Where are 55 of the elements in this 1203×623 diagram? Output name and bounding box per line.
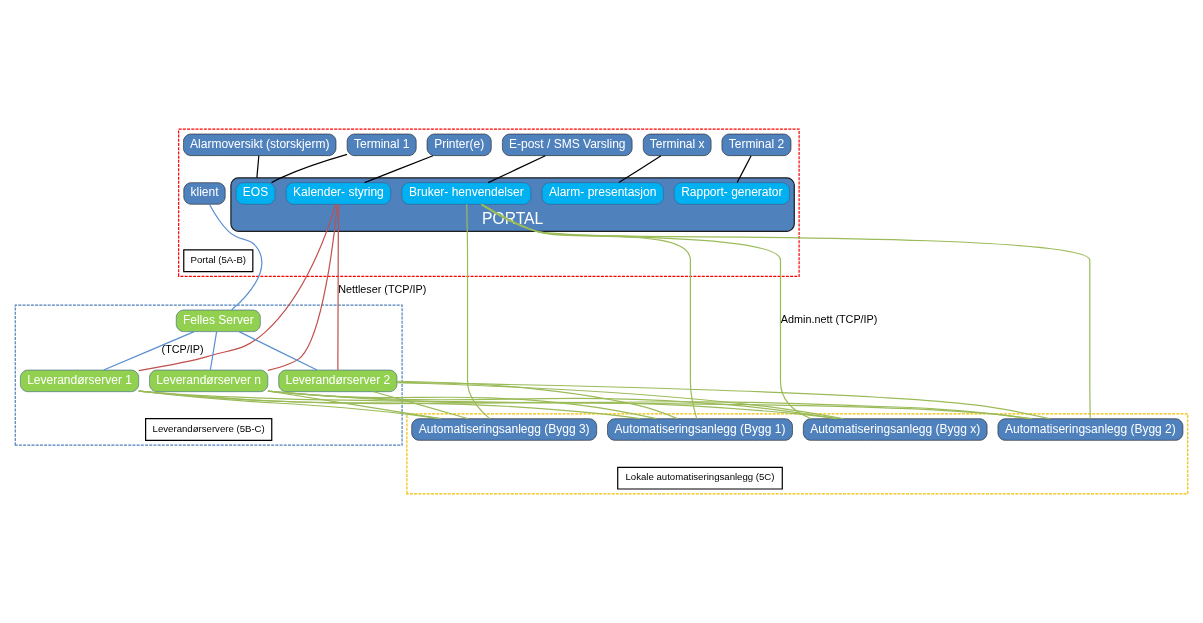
edge-label: (TCP/IP) xyxy=(161,343,204,356)
node-box: Alarm- presentasjon xyxy=(541,182,664,205)
connector xyxy=(363,155,434,184)
connector xyxy=(208,203,263,311)
node-box: klient xyxy=(183,182,226,205)
connector xyxy=(480,203,1091,420)
node-box: Leverandørservere (5B-C) xyxy=(145,418,273,441)
node-box: Leverandørserver 1 xyxy=(20,369,139,392)
node-box: Alarmoversikt (storskjerm) xyxy=(183,133,337,156)
node-box: Printer(e) xyxy=(426,133,492,156)
cluster xyxy=(178,128,800,277)
node-box: Automatiseringsanlegg (Bygg 3) xyxy=(411,418,597,441)
connector xyxy=(138,203,337,372)
connector xyxy=(267,390,839,420)
node-box: Felles Server xyxy=(175,309,261,332)
node-box: Lokale automatiseringsanlegg (5C) xyxy=(617,466,783,490)
cluster xyxy=(406,413,1189,495)
connector xyxy=(618,155,662,184)
connector xyxy=(481,203,698,420)
connector xyxy=(396,382,844,420)
node-box: Leverandørserver n xyxy=(149,369,269,392)
node-box: Rapport- generator xyxy=(673,182,790,205)
connector xyxy=(337,203,339,371)
cluster xyxy=(14,304,403,446)
connector xyxy=(396,380,679,420)
edge-label: Nettleser (TCP/IP) xyxy=(338,283,427,296)
connector xyxy=(256,155,260,179)
node-box: Portal (5A-B) xyxy=(183,249,254,273)
node-box: Terminal x xyxy=(642,133,712,156)
connector xyxy=(480,203,812,420)
connector xyxy=(267,390,442,420)
node-box: Terminal 1 xyxy=(346,133,417,156)
node-box: Bruker- henvendelser xyxy=(401,182,532,205)
connector xyxy=(138,390,641,420)
connector xyxy=(487,155,546,184)
connector xyxy=(466,203,491,420)
node-box: Terminal 2 xyxy=(721,133,792,156)
node-box: Automatiseringsanlegg (Bygg 2) xyxy=(997,418,1184,441)
connector xyxy=(396,381,1050,420)
connector xyxy=(373,391,469,420)
node-box: Automatiseringsanlegg (Bygg x) xyxy=(803,418,988,441)
connector xyxy=(103,331,195,371)
edge-label: Admin.nett (TCP/IP) xyxy=(780,313,878,326)
node-box: Kalender- styring xyxy=(285,182,391,205)
connector xyxy=(209,331,218,371)
node-box: EOS xyxy=(235,182,276,205)
connector xyxy=(736,155,752,184)
connector xyxy=(238,331,318,371)
node-box: E-post / SMS Varsling xyxy=(502,133,633,156)
connector xyxy=(267,203,339,371)
node-box: Leverandørserver 2 xyxy=(278,369,398,392)
connector xyxy=(138,390,838,420)
connector xyxy=(267,390,658,420)
connector xyxy=(138,390,442,420)
node-box: Automatiseringsanlegg (Bygg 1) xyxy=(607,418,793,441)
